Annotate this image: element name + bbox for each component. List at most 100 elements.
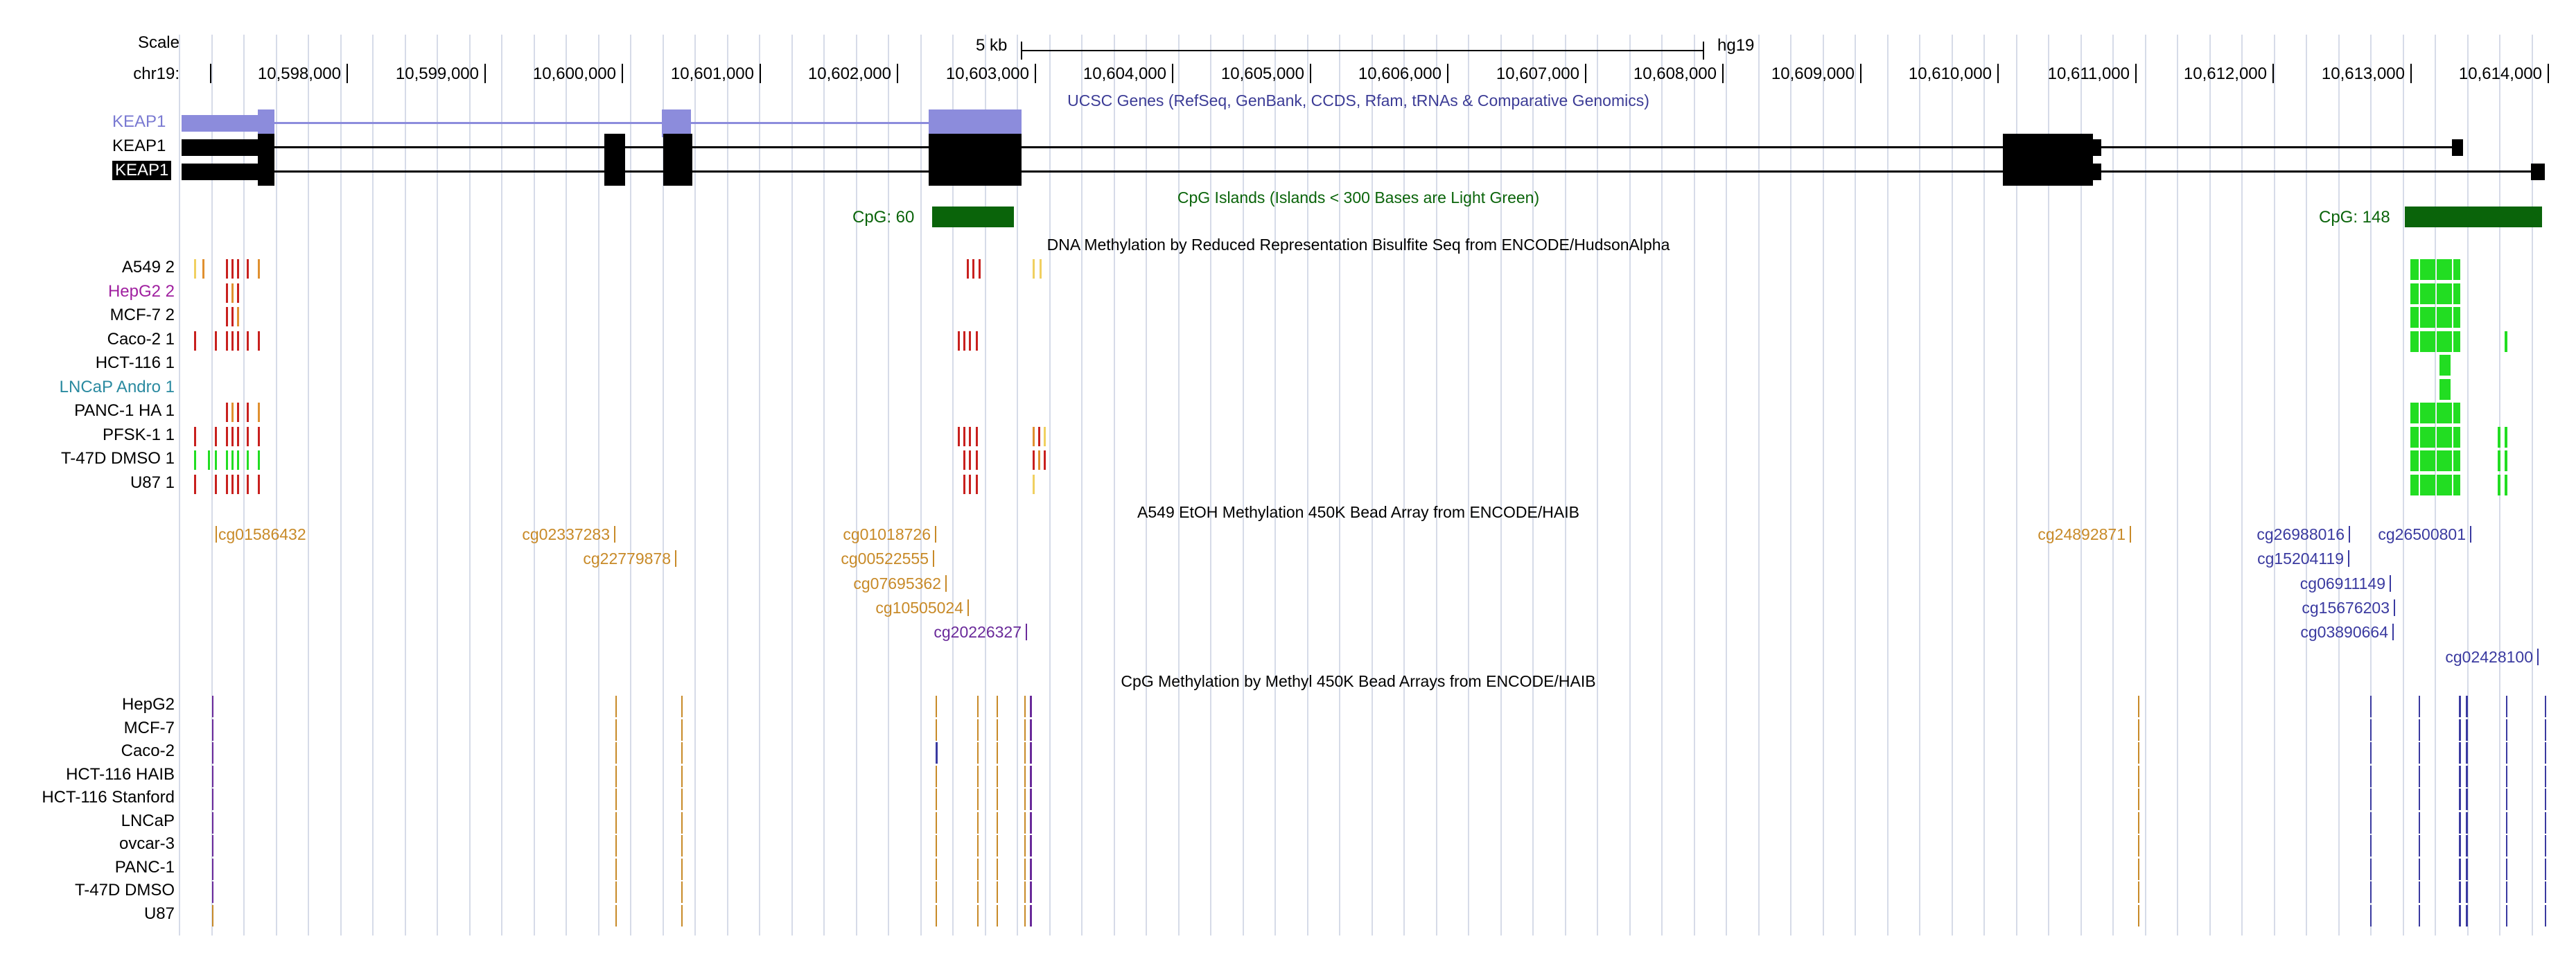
methylation-probe[interactable]	[997, 719, 998, 741]
bead-probe-tick[interactable]	[1026, 624, 1027, 640]
methylation-probe[interactable]	[2545, 904, 2546, 927]
methylation-call[interactable]	[237, 331, 239, 351]
methylation-probe[interactable]	[212, 858, 213, 880]
methylation-probe[interactable]	[936, 904, 937, 927]
methylation-probe[interactable]	[2545, 742, 2546, 764]
methylation-block[interactable]	[2437, 283, 2452, 304]
rrbs-row-label[interactable]: HepG2 2	[107, 281, 175, 301]
methylation-call[interactable]	[1033, 474, 1035, 494]
methylation-block[interactable]	[2453, 283, 2460, 304]
methylation-probe[interactable]	[936, 696, 937, 717]
methylation-call[interactable]	[247, 259, 249, 279]
methylation-call[interactable]	[231, 403, 234, 422]
methylation-probe[interactable]	[212, 904, 213, 927]
methylation-call[interactable]	[226, 450, 228, 470]
methylation-probe[interactable]	[2370, 719, 2372, 741]
methylation-probe[interactable]	[1024, 811, 1026, 834]
bead-probe-label[interactable]: cg06911149	[2299, 574, 2385, 592]
methylation-block[interactable]	[2420, 331, 2435, 352]
bead-probe-label[interactable]: cg26500801	[2378, 525, 2466, 543]
methylation-probe[interactable]	[977, 789, 979, 810]
methylation-block[interactable]	[2437, 259, 2452, 280]
methylation-probe[interactable]	[681, 881, 683, 903]
bead-probe-tick[interactable]	[945, 575, 947, 592]
methylation-probe[interactable]	[936, 881, 937, 903]
gene-utr[interactable]	[2452, 139, 2463, 156]
methylation-call[interactable]	[1033, 450, 1035, 470]
methylation-call[interactable]	[231, 307, 234, 326]
methylation-call[interactable]	[976, 426, 978, 446]
methylation-call[interactable]	[963, 331, 965, 351]
methylation-block[interactable]	[2437, 474, 2452, 495]
methylation-block[interactable]	[2453, 403, 2460, 423]
bead-probe-label[interactable]: cg00522555	[841, 550, 929, 568]
gene-utr[interactable]	[182, 164, 258, 180]
methylation-probe[interactable]	[2138, 811, 2139, 834]
gene-label-3[interactable]: KEAP1	[112, 161, 172, 180]
methylation-call[interactable]	[976, 450, 978, 470]
methylation-block[interactable]	[2420, 283, 2435, 304]
methylation-block[interactable]	[2420, 426, 2435, 448]
cpg-island-148[interactable]	[2405, 207, 2542, 227]
methylation-probe[interactable]	[2466, 765, 2468, 787]
methylation-probe[interactable]	[2506, 765, 2507, 787]
methylation-probe[interactable]	[615, 881, 617, 903]
methyl-row-label[interactable]: MCF-7	[123, 718, 175, 737]
methylation-probe[interactable]	[2138, 881, 2139, 903]
methylation-block[interactable]	[2453, 474, 2460, 495]
methylation-probe[interactable]	[2138, 719, 2139, 741]
methylation-call[interactable]	[976, 331, 978, 351]
rrbs-row-label[interactable]: LNCaP Andro 1	[59, 377, 175, 396]
methylation-call[interactable]	[208, 450, 210, 470]
methylation-call[interactable]	[226, 331, 228, 351]
methylation-probe[interactable]	[681, 742, 683, 764]
methylation-call[interactable]	[237, 307, 239, 326]
bead-probe-label[interactable]: cg20226327	[934, 623, 1022, 641]
methylation-call[interactable]	[226, 307, 228, 326]
gene-utr[interactable]	[2093, 139, 2101, 156]
gene-exon[interactable]	[663, 158, 692, 186]
methylation-block[interactable]	[2410, 307, 2419, 328]
gene-exon[interactable]	[929, 134, 1022, 161]
methylation-call[interactable]	[2498, 474, 2500, 495]
methyl-row-label[interactable]: LNCaP	[121, 811, 175, 830]
methylation-call[interactable]	[969, 426, 971, 446]
methylation-probe[interactable]	[997, 881, 998, 903]
methylation-probe[interactable]	[2466, 811, 2468, 834]
bead-probe-label[interactable]: cg26988016	[2257, 525, 2345, 543]
bead-probe-label[interactable]: cg01586432	[218, 525, 306, 543]
methylation-block[interactable]	[2437, 331, 2452, 352]
methylation-probe[interactable]	[2459, 719, 2461, 741]
methylation-probe[interactable]	[1024, 858, 1026, 880]
gene-exon[interactable]	[662, 109, 691, 137]
gene-exon[interactable]	[258, 109, 274, 137]
methylation-call[interactable]	[226, 474, 228, 494]
methylation-call[interactable]	[976, 474, 978, 494]
methylation-block[interactable]	[2437, 450, 2452, 471]
methylation-block[interactable]	[2410, 331, 2419, 352]
methylation-call[interactable]	[963, 474, 965, 494]
methylation-probe[interactable]	[2370, 858, 2372, 880]
methylation-probe[interactable]	[1024, 765, 1026, 787]
methylation-probe[interactable]	[977, 696, 979, 717]
methylation-probe[interactable]	[2545, 835, 2546, 857]
methylation-call[interactable]	[215, 426, 217, 446]
methylation-probe[interactable]	[212, 765, 213, 787]
gene-exon[interactable]	[604, 134, 625, 161]
bead-probe-label[interactable]: cg15676203	[2302, 599, 2390, 617]
methylation-call[interactable]	[231, 283, 234, 303]
methylation-probe[interactable]	[2506, 835, 2507, 857]
methylation-block[interactable]	[2420, 307, 2435, 328]
methyl-row-label[interactable]: Caco-2	[121, 741, 175, 760]
bead-probe-label[interactable]: cg03890664	[2300, 623, 2388, 641]
bead-probe-tick[interactable]	[2392, 624, 2394, 640]
methylation-call[interactable]	[247, 331, 249, 351]
methylation-call[interactable]	[237, 426, 239, 446]
methylation-probe[interactable]	[2419, 835, 2420, 857]
methylation-block[interactable]	[2420, 403, 2435, 423]
methylation-probe[interactable]	[977, 835, 979, 857]
methylation-probe[interactable]	[2466, 742, 2468, 764]
methylation-probe[interactable]	[2419, 719, 2420, 741]
methylation-call[interactable]	[237, 474, 239, 494]
methylation-call[interactable]	[1038, 450, 1040, 470]
